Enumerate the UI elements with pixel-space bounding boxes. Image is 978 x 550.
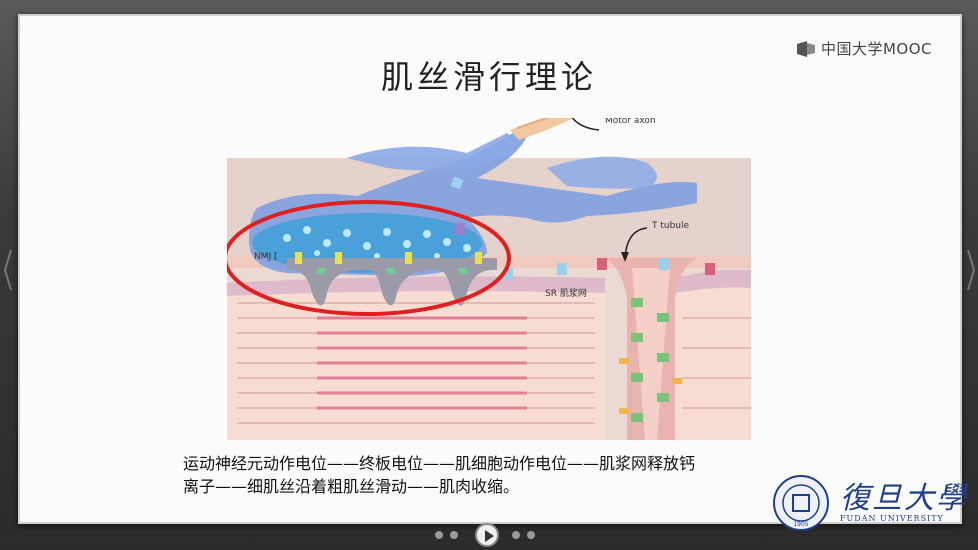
slide-title: 肌丝滑行理论 (0, 52, 978, 98)
slide-caption: 运动神经元动作电位——终板电位——肌细胞动作电位——肌浆网释放钙 离子——细肌丝… (183, 452, 873, 498)
label-motor-axon: Motor axon (605, 118, 656, 126)
label-nmj: NMJ [ (254, 252, 278, 262)
next-slide-handle[interactable] (966, 240, 976, 300)
caption-line-2: 离子——细肌丝沿着粗肌丝滑动——肌肉收缩。 (183, 475, 873, 498)
fudan-name-cn: 復旦大學 (840, 484, 968, 514)
slide-dot-4[interactable] (527, 531, 535, 539)
label-sr: SR 肌浆网 (545, 287, 587, 299)
play-button[interactable] (475, 523, 499, 547)
slide-dot-1[interactable] (435, 531, 443, 539)
caption-line-1: 运动神经元动作电位——终板电位——肌细胞动作电位——肌浆网释放钙 (183, 452, 873, 475)
label-t-tubule: T tubule (651, 221, 690, 231)
nmj-figure: Motor axon T tubule NMJ [ SR 肌浆网 (227, 118, 751, 440)
slide-dot-3[interactable] (512, 531, 520, 539)
prev-slide-handle[interactable] (3, 240, 13, 300)
slide-dot-2[interactable] (450, 531, 458, 539)
